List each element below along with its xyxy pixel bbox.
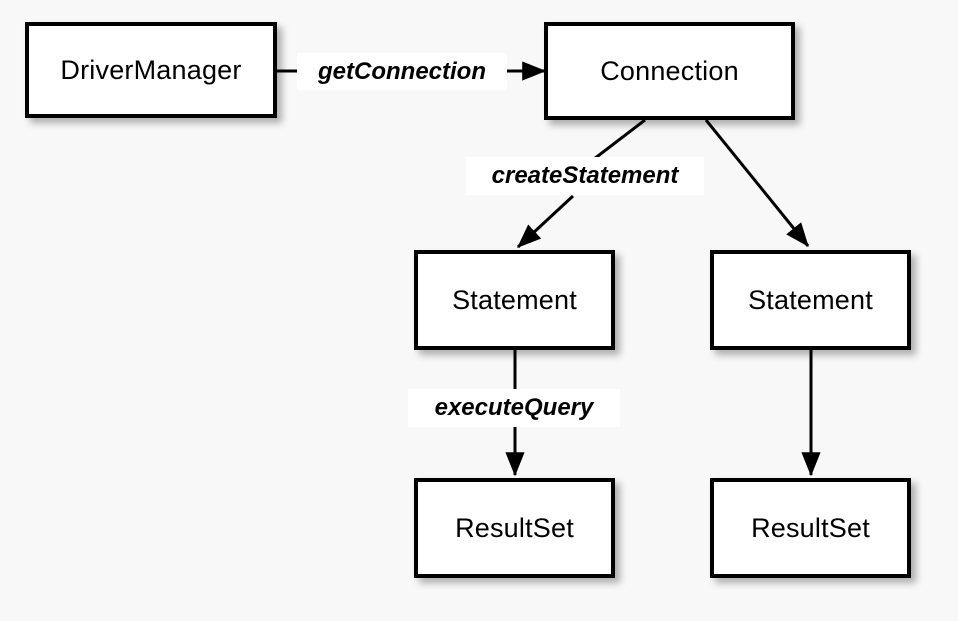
edge-label-execute-query: executeQuery [408,389,620,427]
edge-create-statement-upper [593,118,646,161]
node-statement-right[interactable]: Statement [710,250,911,350]
node-driver-manager[interactable]: DriverManager [25,22,277,118]
node-resultset-right[interactable]: ResultSet [710,478,911,578]
node-statement-right-label: Statement [748,284,873,315]
node-statement-left[interactable]: Statement [414,250,615,350]
node-driver-manager-label: DriverManager [60,54,242,85]
edge-create-statement-lower [516,194,575,249]
node-resultset-left[interactable]: ResultSet [414,478,615,578]
node-connection-label: Connection [600,55,739,86]
node-statement-left-label: Statement [452,284,577,315]
node-resultset-right-label: ResultSet [751,512,870,543]
node-resultset-left-label: ResultSet [455,512,574,543]
edge-label-get-connection-text: getConnection [318,57,486,85]
edge-label-create-statement: createStatement [466,157,704,195]
edge-label-create-statement-text: createStatement [491,162,679,189]
node-connection[interactable]: Connection [544,22,795,120]
edge-label-get-connection: getConnection [297,53,507,90]
edge-create-statement-2-line [704,119,810,247]
edge-label-execute-query-text: executeQuery [434,394,594,421]
